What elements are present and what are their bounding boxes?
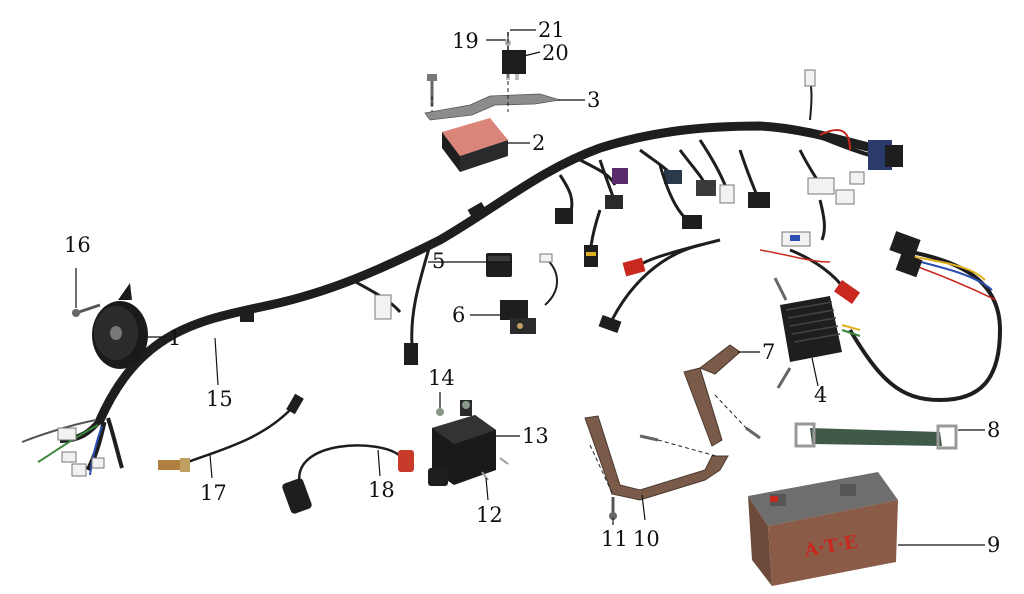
- wiring-harness: [21, 69, 903, 477]
- bolt-guide-line: [589, 444, 614, 496]
- horn-bolt: [72, 303, 101, 317]
- callout-15: 15: [206, 387, 233, 411]
- battery-bracket-bolts: [609, 426, 761, 520]
- callout-20: 20: [542, 41, 569, 65]
- flasher-relay: [486, 253, 512, 277]
- callout-17: 17: [200, 481, 227, 505]
- callout-12: 12: [476, 503, 503, 527]
- battery-bracket: [584, 344, 741, 501]
- bolt-guide-line: [657, 439, 717, 457]
- callout-7: 7: [762, 340, 775, 364]
- callout-6: 6: [452, 303, 465, 327]
- callout-18: 18: [368, 478, 395, 502]
- horn: [92, 283, 148, 369]
- callout-1: 1: [168, 326, 181, 350]
- regulator-bolts: [773, 277, 792, 389]
- callout-2: 2: [532, 131, 545, 155]
- relay-bracket: [424, 74, 561, 121]
- callout-16: 16: [64, 233, 91, 257]
- relay: [502, 50, 526, 80]
- bolt-guide-line: [714, 394, 749, 431]
- leader-lines: [75, 29, 985, 546]
- regulator-rectifier: [780, 296, 861, 362]
- callout-10: 10: [633, 527, 660, 551]
- brake-switch: [500, 253, 558, 334]
- callout-14: 14: [428, 366, 455, 390]
- temperature-sensor: [158, 393, 304, 472]
- battery: A·T·E: [748, 472, 898, 586]
- control-unit: [442, 118, 508, 172]
- callout-13: 13: [522, 424, 549, 448]
- battery-strap: [794, 422, 958, 450]
- ignition-coil: [428, 400, 496, 486]
- callout-9: 9: [987, 533, 1000, 557]
- stator-wire: [848, 231, 1003, 403]
- callout-4: 4: [814, 383, 827, 407]
- callout-5: 5: [432, 249, 445, 273]
- coil-washers: [436, 401, 509, 481]
- callout-21: 21: [538, 18, 565, 42]
- spark-plug-lead: [282, 444, 414, 514]
- callout-8: 8: [987, 418, 1000, 442]
- callout-3: 3: [587, 88, 600, 112]
- callout-19: 19: [452, 29, 479, 53]
- callout-11: 11: [601, 527, 628, 551]
